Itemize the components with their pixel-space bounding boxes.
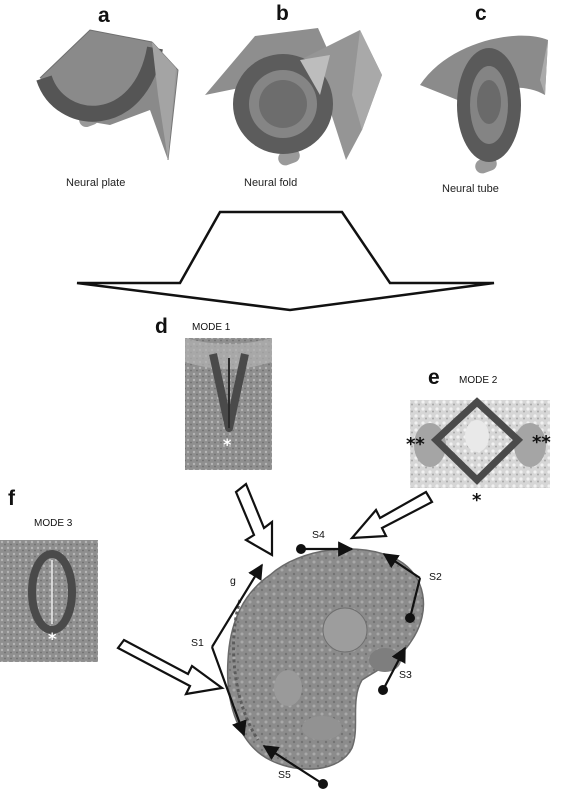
label-s1: S1 (191, 637, 204, 649)
mode-3-micrograph (0, 540, 98, 662)
panel-letter-c: c (475, 2, 487, 25)
mode-2-right-asterisks: ** (532, 432, 551, 453)
mode-2-left-asterisks: ** (406, 434, 425, 455)
panel-b: b Neural fold (205, 2, 382, 189)
panel-e: e MODE 2 ** ** * (406, 366, 551, 511)
panel-a: a Neural plate (36, 4, 179, 189)
panel-letter-a: a (98, 4, 110, 27)
caption-neural-plate: Neural plate (66, 177, 125, 189)
funnel-arrow (76, 210, 495, 312)
panel-c: c Neural tube (420, 2, 548, 195)
hollow-arrow-from-mode-2 (349, 490, 434, 540)
neural-tube-illustration (420, 35, 548, 174)
mode-3-asterisk: * (48, 629, 57, 648)
hollow-arrow-from-mode-3 (116, 638, 225, 696)
panel-letter-e: e (428, 366, 440, 389)
panel-letter-d: d (155, 315, 168, 338)
caption-neural-tube: Neural tube (442, 183, 499, 195)
label-s2: S2 (429, 571, 442, 583)
panel-d: d MODE 1 * (155, 315, 272, 470)
panel-letter-f: f (8, 487, 16, 510)
hollow-arrow-from-mode-1 (234, 482, 274, 557)
mode-2-bottom-asterisk: * (472, 490, 482, 511)
panel-g: g S1 S4 S2 S3 S5 (191, 529, 442, 789)
mode-2-diamond-shape (430, 397, 524, 485)
hollow-arrows (116, 482, 434, 696)
caption-neural-fold: Neural fold (244, 177, 297, 189)
label-s5: S5 (278, 769, 291, 781)
panel-letter-g: g (230, 575, 236, 587)
neural-plate-illustration (36, 29, 179, 161)
label-s4: S4 (312, 529, 325, 541)
mode-1-asterisk: * (223, 435, 232, 454)
mode-3-label: MODE 3 (34, 518, 73, 529)
mode-1-label: MODE 1 (192, 322, 231, 333)
embryo-micrograph (226, 548, 425, 770)
panel-letter-b: b (276, 2, 289, 25)
mode-3-oval-shape (28, 550, 76, 634)
mode-2-label: MODE 2 (459, 375, 498, 386)
neural-fold-illustration (205, 28, 382, 166)
panel-f: f MODE 3 * (0, 487, 98, 662)
label-s3: S3 (399, 669, 412, 681)
